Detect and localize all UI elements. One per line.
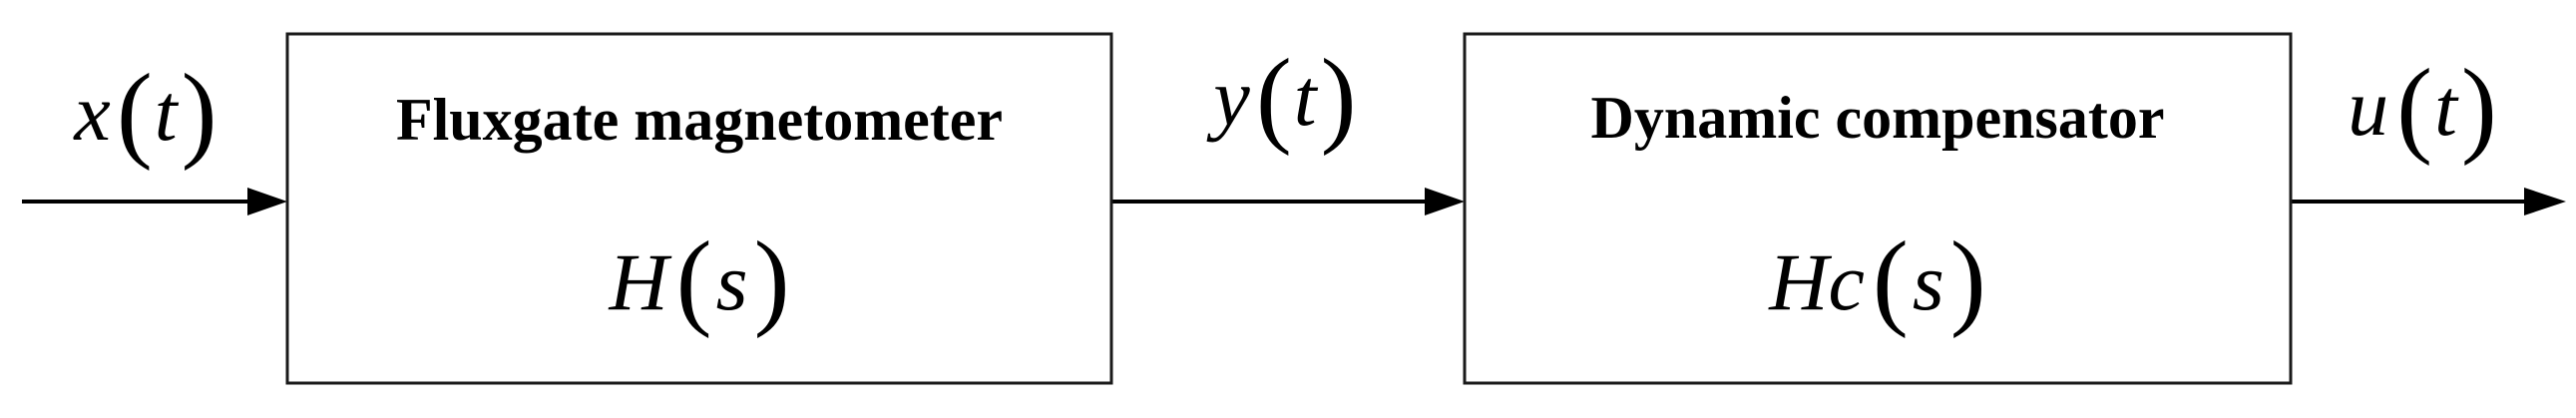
dynamic-compensator-transfer-function: Hc(s): [1768, 220, 1985, 339]
output-signal-label: u(t): [2348, 48, 2497, 167]
dynamic-compensator-box: [1463, 32, 2293, 385]
fluxgate-magnetometer-transfer-function: H(s): [608, 220, 789, 339]
signal-arg: t: [155, 67, 180, 158]
open-paren: (: [117, 53, 153, 172]
output-arrow-head: [2524, 188, 2566, 215]
signal-var: y: [1206, 52, 1250, 143]
transfer-function-arg: s: [716, 236, 748, 327]
fluxgate-magnetometer-box: [285, 32, 1113, 385]
fluxgate-magnetometer-block: Fluxgate magnetometer H(s): [285, 32, 1113, 385]
intermediate-arrow-head: [1425, 188, 1465, 215]
close-paren: ): [2461, 48, 2497, 167]
open-paren: (: [1256, 38, 1292, 157]
close-paren: ): [1321, 38, 1357, 157]
input-arrow-head: [247, 188, 287, 215]
input-signal-label: x(t): [73, 53, 216, 172]
dynamic-compensator-title: Dynamic compensator: [1591, 85, 2165, 151]
signal-var: u: [2348, 62, 2388, 153]
open-paren: (: [2396, 48, 2432, 167]
open-paren: (: [1873, 220, 1909, 339]
signal-arg: t: [1294, 52, 1319, 143]
signal-var: x: [73, 67, 110, 158]
transfer-function-name: H: [608, 236, 671, 327]
fluxgate-magnetometer-title: Fluxgate magnetometer: [396, 87, 1003, 153]
close-paren: ): [182, 53, 217, 172]
close-paren: ): [1950, 220, 1986, 339]
intermediate-signal-label: y(t): [1206, 38, 1356, 157]
dynamic-compensator-block: Dynamic compensator Hc(s): [1463, 32, 2293, 385]
transfer-function-name: Hc: [1768, 236, 1865, 327]
signal-arg: t: [2434, 62, 2459, 153]
transfer-function-arg: s: [1913, 236, 1944, 327]
close-paren: ): [754, 220, 790, 339]
open-paren: (: [676, 220, 712, 339]
